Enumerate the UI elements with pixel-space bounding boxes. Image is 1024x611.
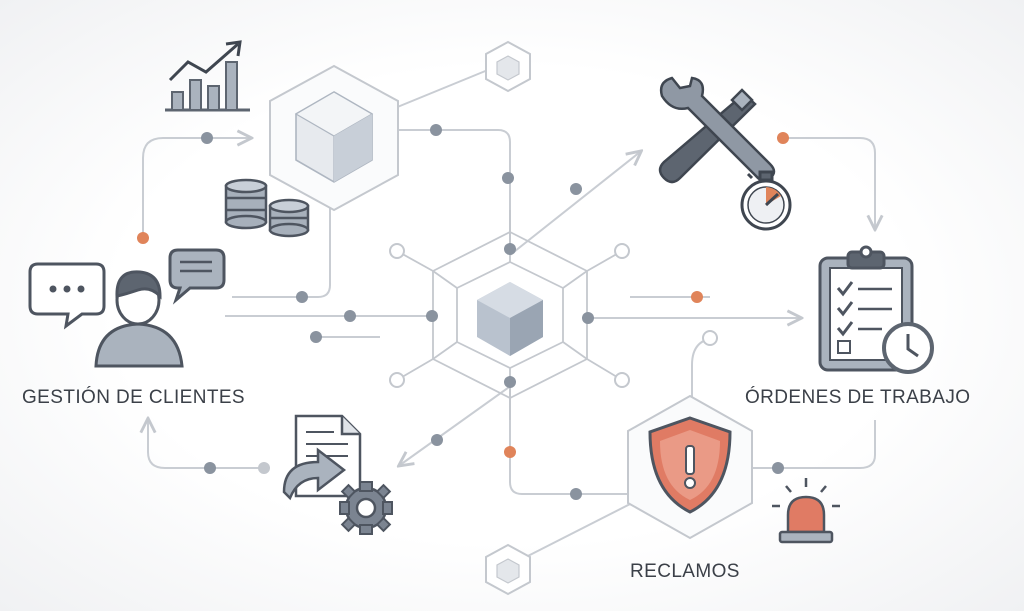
connection-dots	[137, 124, 789, 500]
hexagon-small-bottom	[485, 543, 531, 596]
siren-icon	[772, 478, 840, 544]
document-transfer-icon	[282, 414, 362, 501]
hub-network	[396, 210, 623, 420]
clipboard-checklist-icon	[818, 245, 914, 372]
label-gestion-clientes: GESTIÓN DE CLIENTES	[22, 387, 245, 408]
central-cube-icon	[477, 282, 543, 356]
tools-icon	[658, 76, 776, 184]
chat-bubble-icon	[28, 248, 226, 330]
shield-alert-icon	[627, 394, 753, 540]
bar-chart-icon	[165, 40, 250, 112]
stopwatch-icon	[740, 170, 792, 231]
user-icon	[94, 270, 184, 368]
clock-icon	[882, 322, 934, 374]
hexagon-cube-icon	[269, 64, 399, 212]
label-ordenes-trabajo: ÓRDENES DE TRABAJO	[745, 387, 971, 408]
hub-outer-nodes	[389, 243, 630, 388]
coins-icon	[224, 178, 310, 238]
label-reclamos: RECLAMOS	[630, 561, 740, 582]
hexagon-small-top	[485, 40, 531, 93]
gear-icon	[339, 481, 393, 535]
